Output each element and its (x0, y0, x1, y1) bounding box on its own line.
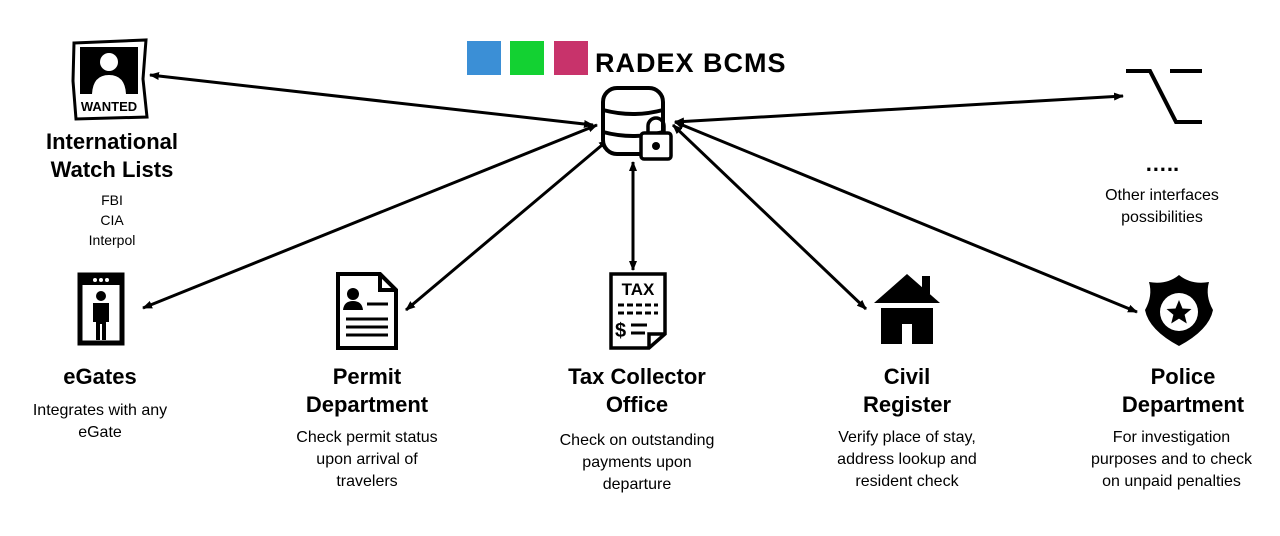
tax-label: TAX (622, 280, 655, 299)
house-icon (874, 274, 940, 344)
civil-desc: Verify place of stay, address lookup and… (837, 429, 977, 490)
brand-square-green (510, 41, 544, 75)
interface-switch-icon (1126, 69, 1202, 124)
arrow-watchlists (149, 72, 594, 128)
watchlists-title: International Watch Lists (45, 129, 178, 182)
tax-desc: Check on outstanding payments upon depar… (559, 432, 715, 493)
secure-database-icon (601, 86, 673, 161)
police-desc: For investigation purposes and to check … (1091, 429, 1252, 490)
civil-title: Civil Register (862, 364, 952, 417)
other-desc: Other interfaces possibilities (1105, 187, 1219, 226)
wanted-label: WANTED (81, 99, 137, 114)
arrow-civil (671, 123, 868, 311)
permit-document-icon (336, 272, 398, 350)
brand-name: RADEX BCMS (595, 48, 787, 78)
permit-title: Permit Department (305, 364, 429, 417)
egate-scanner-icon (77, 272, 125, 346)
brand-square-blue (467, 41, 501, 75)
wanted-poster-icon: WANTED (71, 38, 149, 121)
arrow-police (674, 120, 1138, 314)
egates-desc: Integrates with any eGate (32, 402, 168, 441)
police-title: Police Department (1121, 364, 1245, 417)
egates-title: eGates (63, 364, 137, 389)
other-ellipsis: ….. (1144, 151, 1180, 176)
brand-square-pink (554, 41, 588, 75)
arrow-other (674, 92, 1124, 126)
watchlists-items: FBI CIA Interpol (88, 192, 136, 248)
tax-title: Tax Collector Office (568, 364, 706, 417)
tax-document-icon: TAX $ (609, 272, 667, 350)
permit-desc: Check permit status upon arrival of trav… (296, 429, 438, 490)
police-badge-icon (1145, 275, 1213, 346)
svg-text:$: $ (615, 320, 626, 342)
arrow-permit (405, 138, 609, 312)
